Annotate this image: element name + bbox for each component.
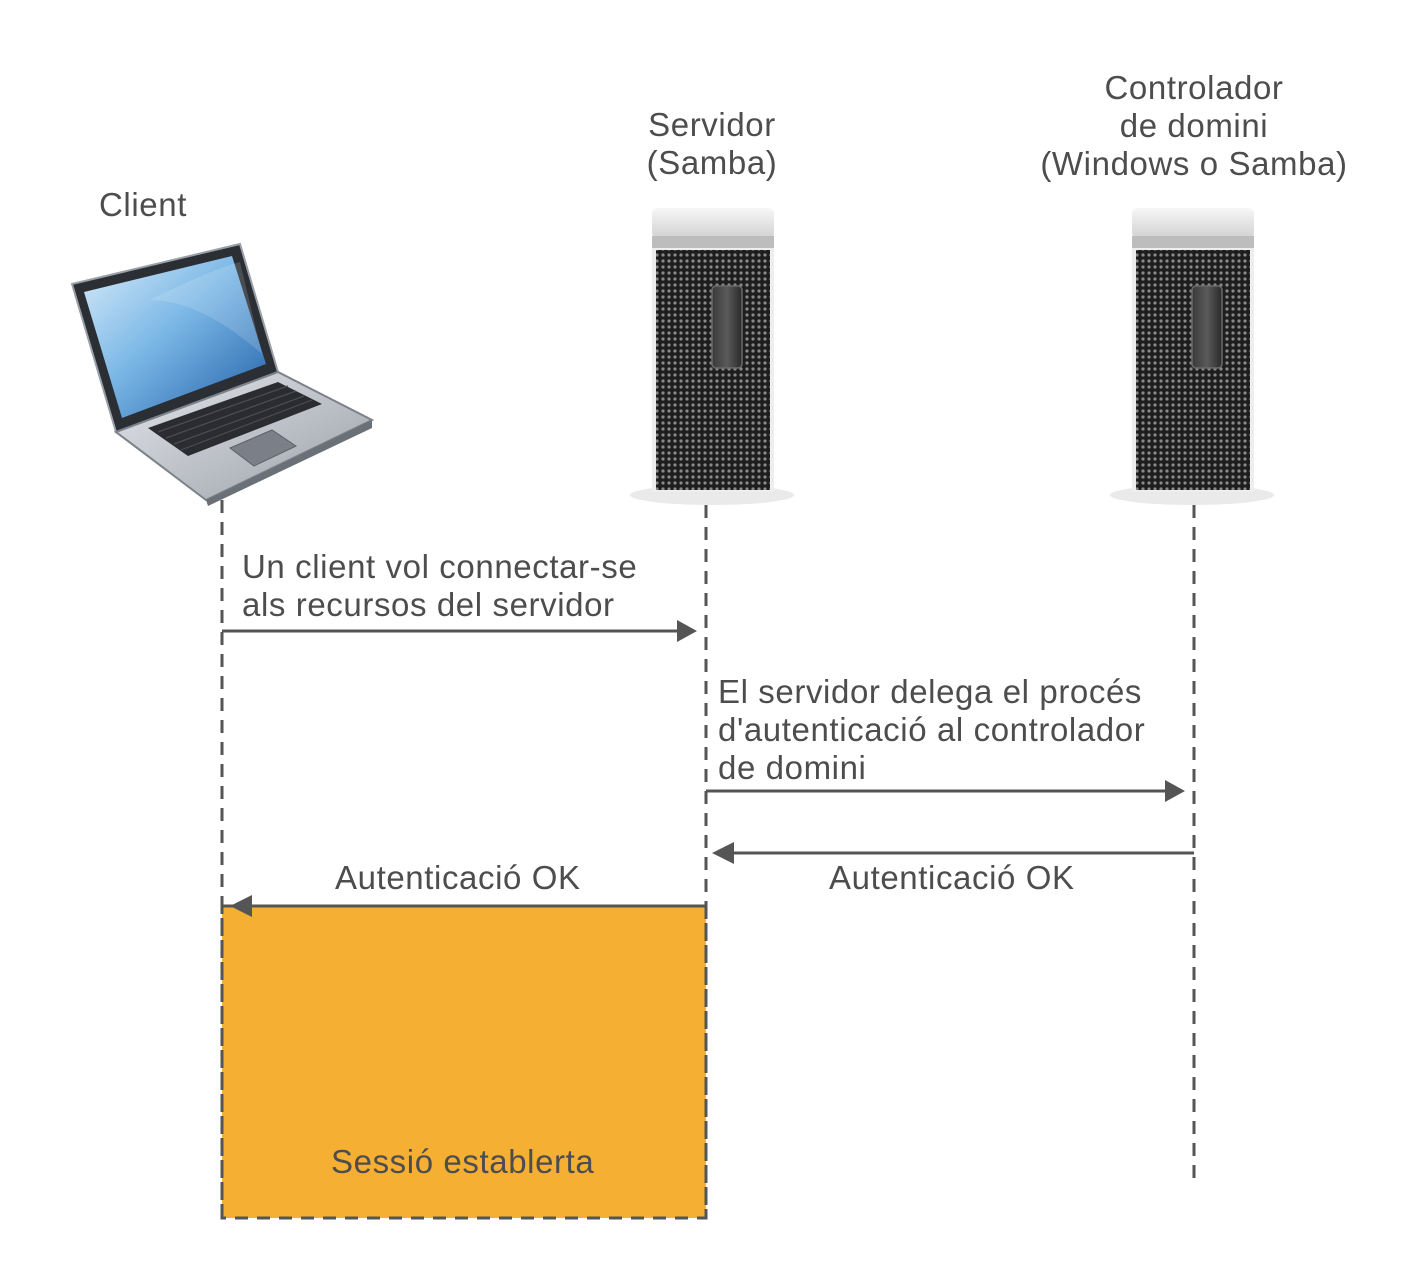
controller-label: Controlador de domini (Windows o Samba) bbox=[1024, 69, 1364, 183]
message-delegate-auth-line1: El servidor delega el procés bbox=[718, 673, 1143, 710]
message-delegate-auth: El servidor delega el procés d'autentica… bbox=[718, 673, 1145, 787]
session-label: Sessió establerta bbox=[331, 1143, 595, 1180]
message-client-request-line1: Un client vol connectar-se bbox=[242, 548, 638, 585]
arrow-client-to-server bbox=[222, 620, 697, 642]
server-label-line2: (Samba) bbox=[646, 144, 778, 181]
arrow-server-to-controller bbox=[706, 780, 1185, 802]
message-auth-ok-server: Autenticació OK bbox=[335, 859, 581, 896]
arrow-controller-to-server bbox=[712, 842, 1194, 864]
client-label: Client bbox=[99, 186, 187, 223]
message-client-request: Un client vol connectar-se als recursos … bbox=[242, 548, 637, 624]
controller-label-line2: de domini bbox=[1119, 107, 1269, 144]
server-tower-icon bbox=[1110, 208, 1274, 505]
message-client-request-line2: als recursos del servidor bbox=[242, 586, 615, 623]
server-label-line1: Servidor bbox=[648, 106, 776, 143]
controller-label-line3: (Windows o Samba) bbox=[1040, 145, 1348, 182]
arrow-server-to-client bbox=[230, 895, 706, 917]
message-delegate-auth-line3: de domini bbox=[718, 749, 867, 786]
message-auth-ok-controller: Autenticació OK bbox=[829, 859, 1075, 896]
server-tower-icon bbox=[630, 208, 794, 505]
session-box bbox=[220, 904, 708, 1220]
server-label: Servidor (Samba) bbox=[612, 106, 812, 182]
laptop-icon bbox=[70, 242, 375, 506]
message-delegate-auth-line2: d'autenticació al controlador bbox=[718, 711, 1146, 748]
controller-label-line1: Controlador bbox=[1104, 69, 1284, 106]
